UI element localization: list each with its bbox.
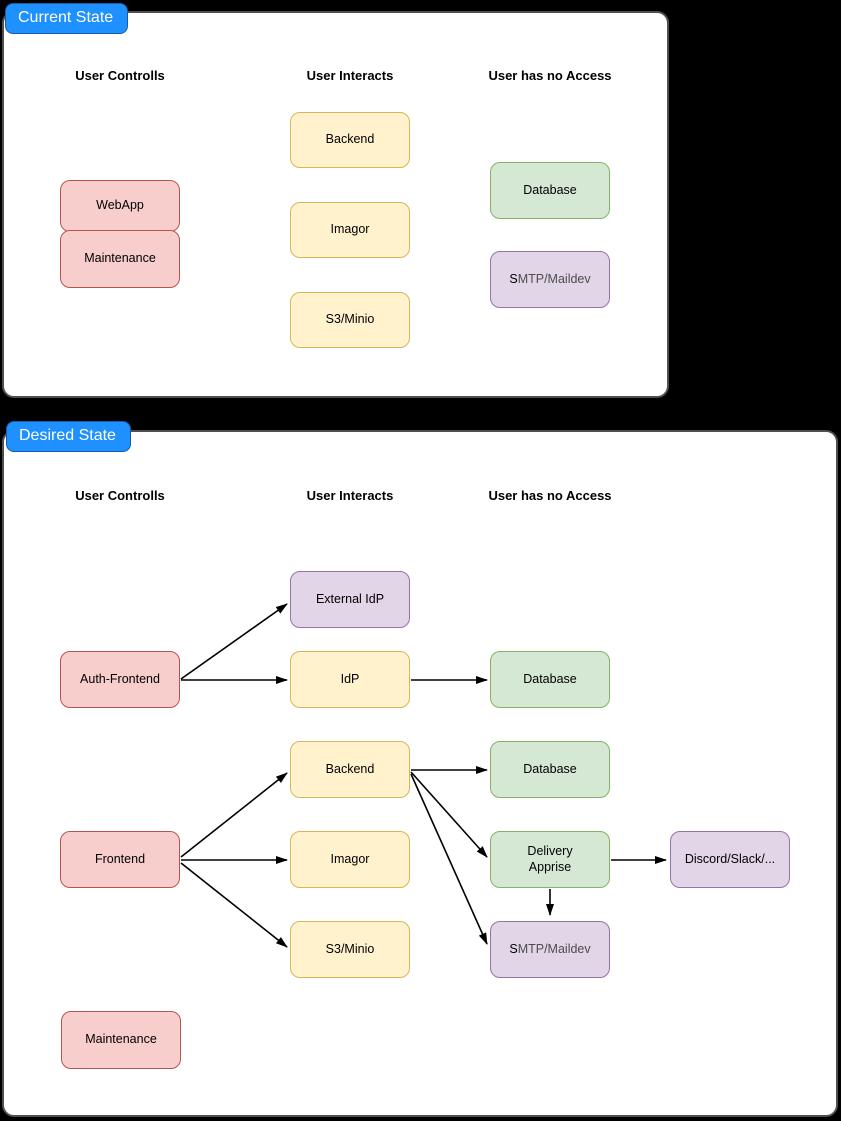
node-delivery-apprise[interactable]: Delivery Apprise (490, 831, 610, 888)
node-webapp[interactable]: WebApp (60, 180, 180, 232)
node-label-part: MTP/Maildev (517, 271, 591, 286)
node-label-part: S (509, 271, 518, 286)
node-frontend[interactable]: Frontend (60, 831, 180, 888)
node-external-idp[interactable]: External IdP (290, 571, 410, 628)
node-database-2[interactable]: Database (490, 741, 610, 798)
column-header-user-interacts: User Interacts (306, 488, 394, 503)
node-database-current[interactable]: Database (490, 162, 610, 219)
node-label-part: MTP/Maildev (517, 941, 591, 956)
node-backend-current[interactable]: Backend (290, 112, 410, 168)
current-state-title-tab[interactable]: Current State (5, 3, 129, 34)
desired-state-title-tab[interactable]: Desired State (6, 421, 131, 452)
node-imagor-current[interactable]: Imagor (290, 202, 410, 258)
node-maintenance-current[interactable]: Maintenance (60, 230, 180, 288)
column-header-user-controlls: User Controlls (75, 68, 165, 83)
node-maintenance-desired[interactable]: Maintenance (61, 1011, 181, 1069)
node-label-part: S (509, 941, 518, 956)
node-database-1[interactable]: Database (490, 651, 610, 708)
column-header-user-controlls: User Controlls (75, 488, 165, 503)
column-header-user-interacts: User Interacts (306, 68, 394, 83)
column-header-user-has-no-access: User has no Access (488, 68, 612, 83)
node-s3-minio-current[interactable]: S3/Minio (290, 292, 410, 348)
node-auth-frontend[interactable]: Auth-Frontend (60, 651, 180, 708)
node-discord-slack[interactable]: Discord/Slack/... (670, 831, 790, 888)
node-s3-minio[interactable]: S3/Minio (290, 921, 410, 978)
node-backend[interactable]: Backend (290, 741, 410, 798)
column-header-user-has-no-access: User has no Access (488, 488, 612, 503)
node-imagor[interactable]: Imagor (290, 831, 410, 888)
node-idp[interactable]: IdP (290, 651, 410, 708)
